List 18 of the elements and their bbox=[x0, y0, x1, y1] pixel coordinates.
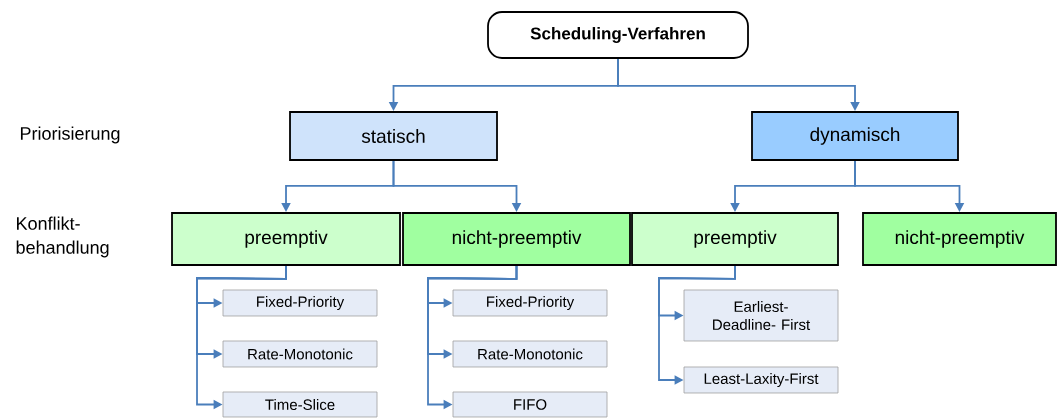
method-box: Fixed-Priority bbox=[452, 289, 608, 317]
method-box: Rate-Monotonic bbox=[452, 340, 608, 368]
level-label: Priorisierung bbox=[20, 126, 120, 144]
method-box: Time-Slice bbox=[222, 391, 378, 418]
method-box: Fixed-Priority bbox=[222, 289, 378, 317]
category-box: nicht-preemptiv bbox=[402, 212, 631, 266]
category-box: statisch bbox=[289, 111, 498, 161]
method-box: FIFO bbox=[452, 391, 608, 418]
arrow bbox=[658, 265, 736, 385]
category-box: nicht-preemptiv bbox=[862, 212, 1057, 266]
method-box: Earliest-Deadline- First bbox=[683, 289, 839, 342]
method-box: Least-Laxity-First bbox=[683, 366, 839, 394]
category-box: preemptiv bbox=[171, 212, 401, 266]
category-box: preemptiv bbox=[631, 212, 839, 266]
title-box: Scheduling-Verfahren bbox=[487, 11, 749, 59]
level-label: Konflikt- behandlung bbox=[16, 216, 109, 258]
method-box: Rate-Monotonic bbox=[222, 340, 378, 368]
category-box: dynamisch bbox=[751, 111, 959, 161]
